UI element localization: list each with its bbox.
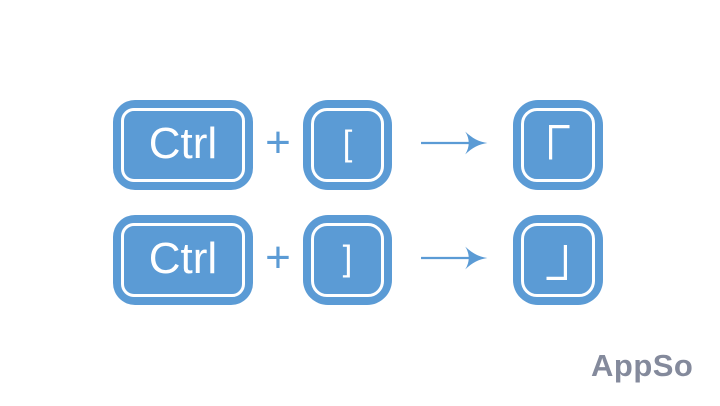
key-right-bracket: ] bbox=[303, 215, 392, 305]
key-left-bracket-label: [ bbox=[342, 123, 353, 163]
right-arrow-icon bbox=[421, 246, 488, 270]
key-right-bracket-label: ] bbox=[342, 238, 353, 278]
left-corner-bracket-icon bbox=[549, 125, 570, 160]
key-result-left-corner-bracket bbox=[513, 100, 603, 190]
plus-sign: + bbox=[265, 233, 291, 282]
key-ctrl-label: Ctrl bbox=[148, 234, 218, 283]
right-arrow-icon bbox=[421, 131, 488, 155]
plus-sign: + bbox=[265, 118, 291, 167]
key-left-bracket: [ bbox=[303, 100, 392, 190]
right-corner-bracket-icon bbox=[546, 245, 567, 280]
key-ctrl: Ctrl bbox=[113, 215, 253, 305]
appso-logo: AppSo bbox=[591, 348, 694, 383]
key-result-right-corner-bracket bbox=[513, 215, 603, 305]
key-ctrl: Ctrl bbox=[113, 100, 253, 190]
key-ctrl-label: Ctrl bbox=[148, 119, 218, 168]
